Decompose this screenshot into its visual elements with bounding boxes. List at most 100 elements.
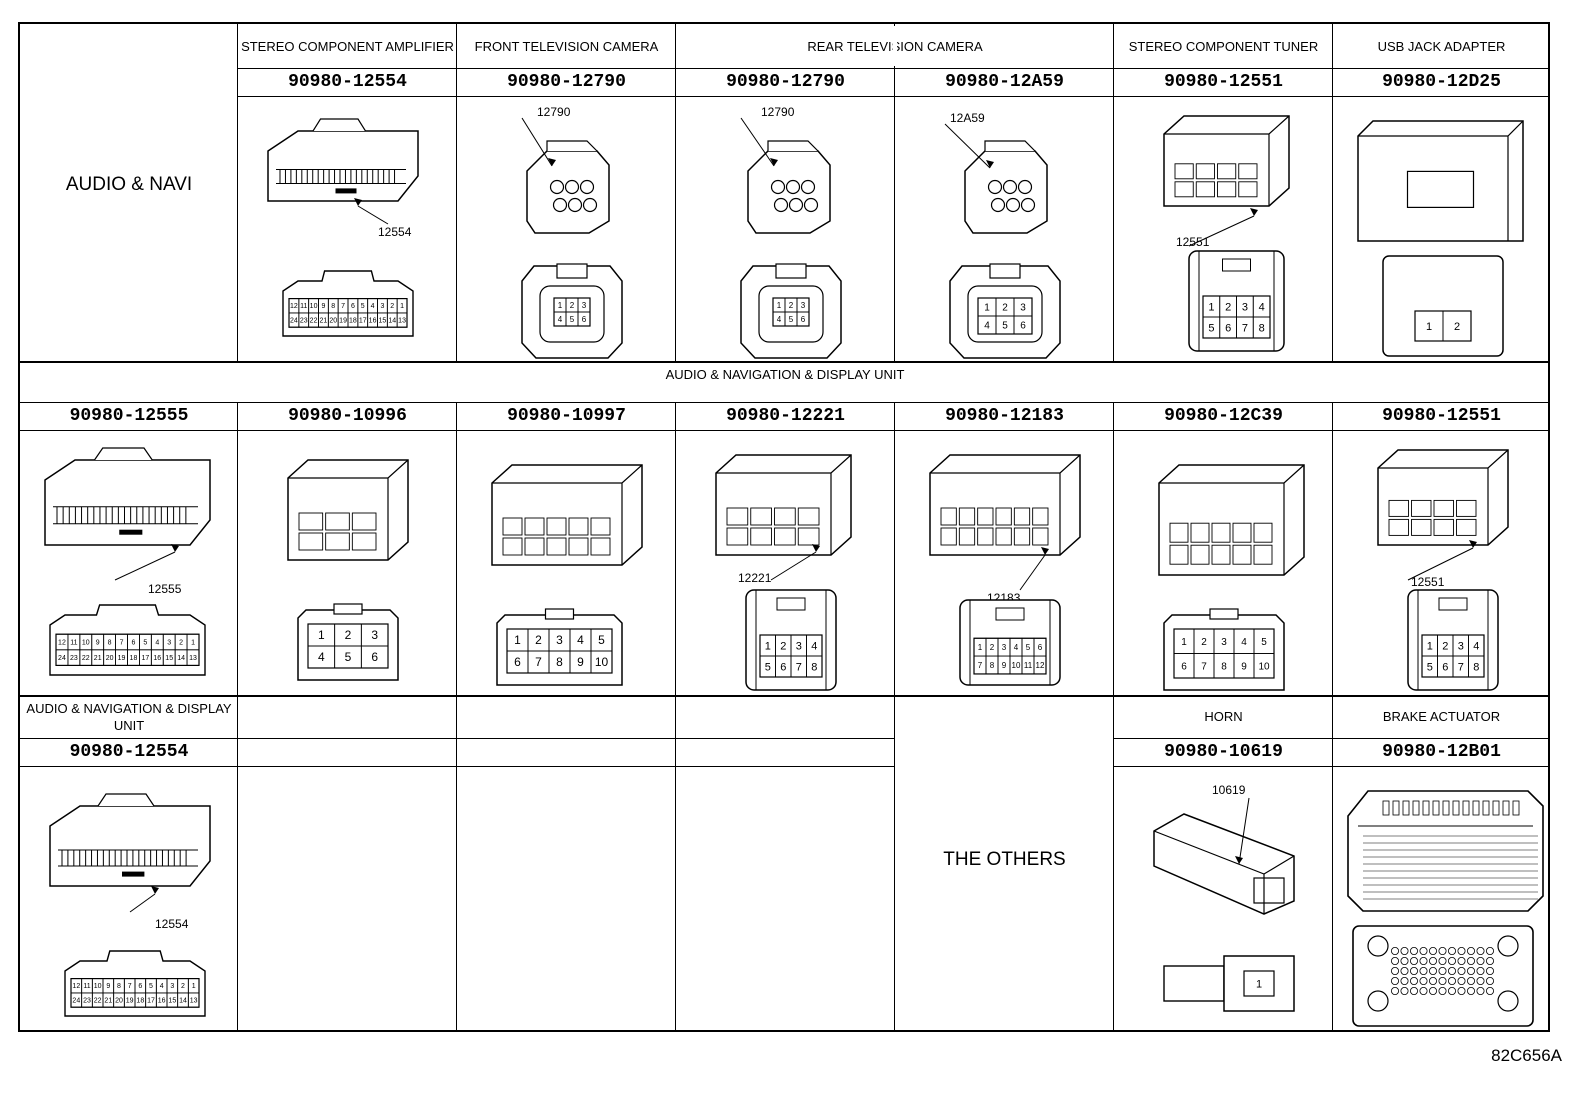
pin-number: 7	[978, 661, 983, 670]
pin-number: 3	[371, 628, 378, 642]
pin-number: 3	[1242, 301, 1248, 313]
pin-number: 4	[777, 315, 782, 324]
pin-number: 17	[359, 318, 367, 325]
pin-number: 5	[1026, 643, 1031, 652]
span-mask	[893, 26, 897, 66]
grid-line	[1113, 24, 1115, 362]
pin-number: 5	[789, 315, 794, 324]
pin-number: 3	[582, 301, 587, 310]
pin-number: 22	[310, 318, 318, 325]
grid-line	[675, 402, 677, 696]
pin-number: 6	[514, 655, 521, 669]
pin-number: 16	[369, 318, 377, 325]
pin-number: 6	[138, 983, 142, 990]
pin-number: 8	[811, 661, 817, 673]
grid-line	[456, 402, 458, 696]
grid-line	[894, 696, 896, 1030]
pin-number: 3	[380, 303, 384, 310]
pin-number: 1	[777, 301, 782, 310]
grid-line	[675, 696, 677, 1030]
grid-line	[20, 429, 1550, 431]
pin-number: 4	[811, 640, 817, 652]
pin-number: 7	[796, 661, 802, 673]
part-number: 90980-10997	[507, 406, 626, 426]
pin-number: 13	[190, 998, 198, 1005]
pin-number: 13	[189, 655, 197, 662]
pin-number: 4	[1473, 640, 1479, 652]
pin-number: 9	[1002, 661, 1007, 670]
header-usb-jack: USB JACK ADAPTER	[1377, 39, 1506, 54]
pin-number: 19	[126, 998, 134, 1005]
header-stereo-tuner: STEREO COMPONENT TUNER	[1128, 39, 1319, 54]
pin-number: 23	[300, 318, 308, 325]
part-number: 90980-12555	[69, 406, 189, 426]
pin-number: 1	[1256, 978, 1262, 990]
pin-number: 2	[390, 303, 394, 310]
grid-line	[20, 361, 1550, 363]
grid-line	[1332, 402, 1334, 696]
grid-line	[1113, 402, 1115, 696]
grid-line	[1113, 696, 1115, 1030]
part-number: 90980-12790	[507, 72, 626, 92]
pin-number: 4	[984, 321, 990, 332]
pin-number: 11	[70, 639, 77, 646]
grid-line	[1332, 24, 1334, 362]
callout-label: 12555	[148, 582, 182, 596]
pin-number: 18	[136, 998, 144, 1005]
pin-number: 15	[168, 998, 176, 1005]
grid-line	[675, 24, 677, 362]
grid-line	[237, 402, 239, 696]
pin-number: 8	[117, 983, 121, 990]
pin-number: 7	[535, 655, 542, 669]
pin-number: 5	[361, 303, 365, 310]
pin-number: 10	[310, 303, 318, 310]
pin-number: 2	[780, 640, 786, 652]
pin-number: 3	[167, 639, 171, 646]
header-audio-nav-display: AUDIO & NAVIGATION & DISPLAY UNIT	[665, 367, 905, 382]
pin-number: 1	[1426, 321, 1432, 333]
pin-number: 6	[1442, 661, 1448, 673]
pin-number: 6	[1020, 321, 1026, 332]
callout-label: 12790	[761, 105, 795, 119]
pin-number: 6	[582, 315, 587, 324]
part-number: 90980-10996	[288, 406, 407, 426]
pin-number: 11	[83, 983, 90, 990]
pin-number: 8	[1473, 661, 1479, 673]
pin-number: 8	[1259, 322, 1265, 334]
pin-number: 12	[72, 983, 80, 990]
grid-line	[456, 696, 458, 1030]
header-audio-nav-display-2: AUDIO & NAVIGATION & DISPLAY UNIT	[26, 701, 232, 733]
pin-number: 4	[160, 983, 164, 990]
pin-number: 6	[1038, 643, 1043, 652]
pin-number: 4	[318, 650, 325, 664]
header-brake-actuator: BRAKE ACTUATOR	[1382, 709, 1501, 724]
pin-number: 9	[1241, 661, 1247, 672]
pin-number: 5	[1427, 661, 1433, 673]
pin-number: 16	[158, 998, 166, 1005]
pin-number: 10	[1012, 661, 1021, 670]
pin-number: 24	[58, 655, 66, 662]
grid-line	[237, 24, 239, 362]
pin-number: 1	[1208, 301, 1214, 313]
pin-number: 7	[1458, 661, 1464, 673]
pin-number: 4	[155, 639, 159, 646]
callout-label: 12554	[378, 225, 412, 239]
part-number: 90980-10619	[1164, 742, 1283, 762]
pin-number: 22	[94, 998, 102, 1005]
pin-number: 9	[96, 639, 100, 646]
pin-number: 5	[570, 315, 575, 324]
connector-drawing-12B01	[1347, 790, 1544, 1027]
pin-number: 5	[345, 650, 352, 664]
pin-number: 16	[153, 655, 161, 662]
pin-number: 18	[130, 655, 138, 662]
header-stereo-amplifier: STEREO COMPONENT AMPLIFIER	[241, 39, 454, 54]
grid-line	[20, 695, 1550, 697]
callout-label: 12A59	[950, 111, 985, 125]
pin-number: 13	[398, 318, 406, 325]
